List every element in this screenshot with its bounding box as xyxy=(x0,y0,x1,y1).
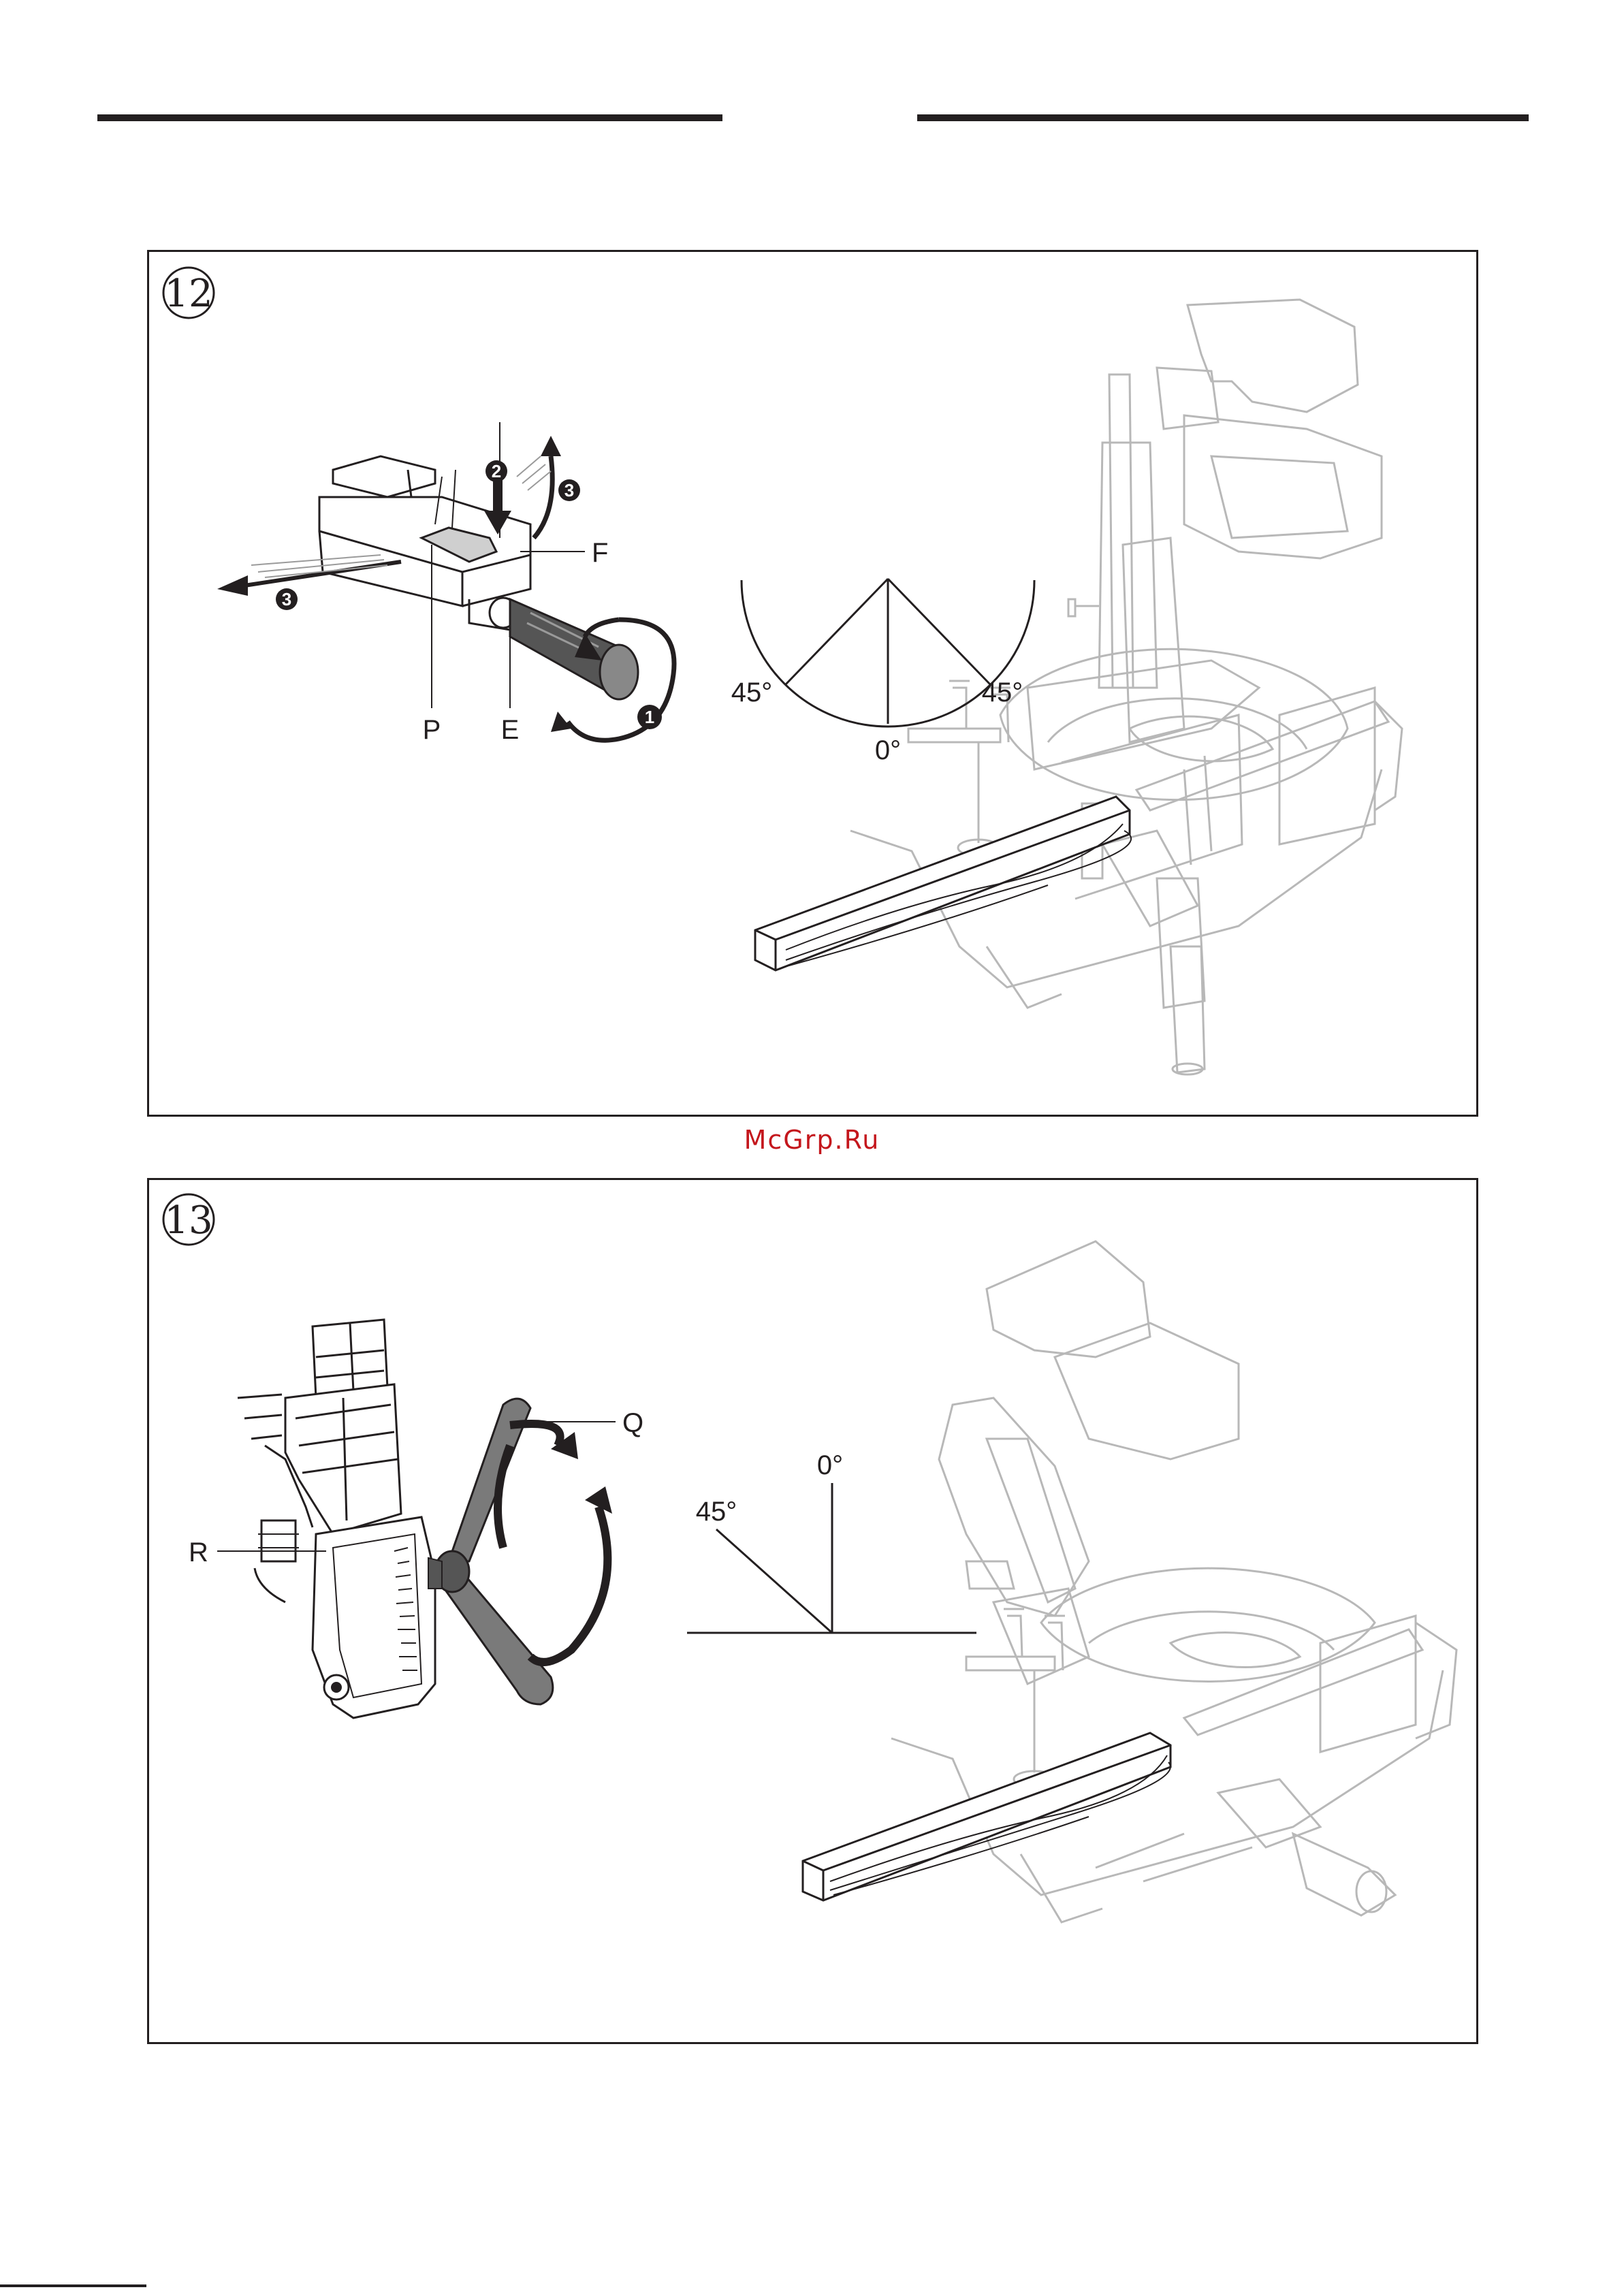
watermark: McGrp.Ru xyxy=(0,1125,1624,1155)
rotation-arrows xyxy=(498,1424,607,1662)
miter-saw-illustration xyxy=(850,300,1402,1074)
angle-label-right: 45° xyxy=(982,678,1023,707)
part-label-r: R xyxy=(189,1538,208,1567)
angle-label-left: 45° xyxy=(696,1497,737,1527)
header-rule-right xyxy=(917,114,1529,121)
step-1-number: 1 xyxy=(645,707,654,727)
footer-rule xyxy=(0,2284,146,2287)
figure-12-panel: 12 xyxy=(147,250,1478,1117)
part-label-e: E xyxy=(501,715,520,745)
step-3-left-number: 3 xyxy=(282,589,291,609)
angle-label-vertical: 0° xyxy=(817,1450,843,1480)
arrow-head xyxy=(541,436,561,456)
part-label-f: F xyxy=(592,538,608,568)
step-3-top-number: 3 xyxy=(564,480,574,500)
wood-workpiece xyxy=(755,797,1131,970)
motion-lines xyxy=(517,456,551,490)
figure-13-panel: 13 0° 45° xyxy=(147,1178,1478,2044)
figure-number: 13 xyxy=(164,1198,212,1243)
header-rule-left xyxy=(97,114,722,121)
part-label-p: P xyxy=(423,715,441,745)
step-3-top-arrow xyxy=(534,456,552,538)
arrow-head xyxy=(217,575,248,596)
arrow-head xyxy=(551,1432,578,1459)
angle-label-left: 45° xyxy=(731,678,773,707)
angle-label-center: 0° xyxy=(875,735,901,765)
figure-number: 12 xyxy=(164,272,212,316)
figure-12-drawing: 12 xyxy=(149,252,1476,1115)
lock-knob-e xyxy=(510,599,638,699)
step-2-number: 2 xyxy=(492,461,501,481)
bevel-scale-plate xyxy=(313,1517,435,1718)
part-label-q: Q xyxy=(622,1408,643,1438)
figure-13-drawing: 13 0° 45° xyxy=(149,1180,1476,2042)
